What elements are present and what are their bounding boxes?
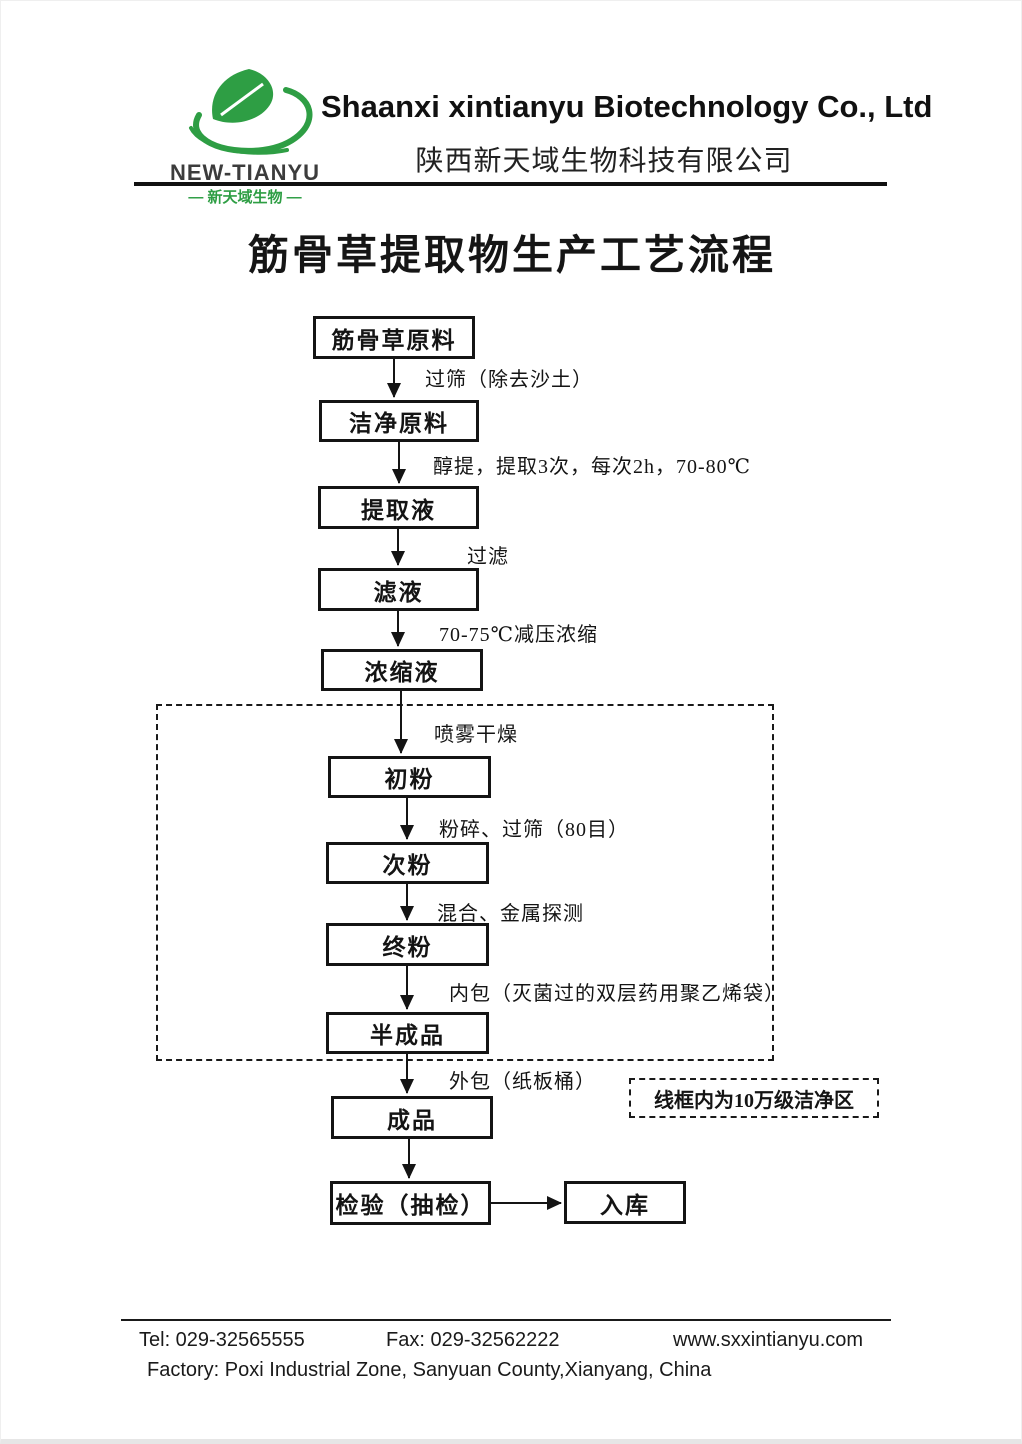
- edge-label-inner-packing: 内包（灭菌过的双层药用聚乙烯袋）: [449, 983, 785, 1005]
- edge-label-crushing: 粉碎、过筛（80目）: [439, 819, 629, 841]
- edge-label-spray-drying: 喷雾干燥: [434, 724, 518, 746]
- flow-node-raw-material: 筋骨草原料: [313, 316, 475, 359]
- brand-name-cn: — 新天域生物 —: [188, 189, 302, 207]
- flow-node-filtrate: 滤液: [318, 568, 479, 611]
- leaf-swoosh-icon: [157, 65, 333, 161]
- footer-factory-address: Factory: Poxi Industrial Zone, Sanyuan C…: [147, 1359, 712, 1381]
- edge-label-extraction: 醇提，提取3次，每次2h，70-80℃: [433, 456, 752, 478]
- flow-node-initial-powder: 初粉: [328, 756, 491, 798]
- flow-node-clean-material: 洁净原料: [319, 400, 479, 442]
- edge-label-sieving: 过筛（除去沙土）: [425, 369, 593, 391]
- brand-name: NEW-TIANYU: [169, 160, 321, 185]
- flow-node-final-powder: 终粉: [326, 923, 489, 966]
- edge-label-outer-packing: 外包（纸板桶）: [449, 1071, 596, 1093]
- company-name-cn: 陕西新天域生物科技有限公司: [415, 145, 793, 176]
- flow-node-concentrate: 浓缩液: [321, 649, 483, 691]
- header-divider: [134, 182, 887, 186]
- flow-node-inspection: 检验（抽检）: [330, 1181, 491, 1225]
- flow-node-semi-finished: 半成品: [326, 1012, 489, 1054]
- company-logo: NEW-TIANYU — 新天域生物 —: [157, 65, 333, 207]
- footer-website: www.sxxintianyu.com: [673, 1329, 864, 1351]
- edge-label-mixing: 混合、金属探测: [437, 903, 584, 925]
- flow-node-second-powder: 次粉: [326, 842, 489, 884]
- company-name-en: Shaanxi xintianyu Biotechnology Co., Ltd: [321, 89, 933, 124]
- edge-label-filtering: 过滤: [467, 546, 509, 568]
- edge-label-concentration: 70-75℃减压浓缩: [439, 624, 599, 646]
- flow-node-warehouse: 入库: [564, 1181, 686, 1224]
- page-title: 筋骨草提取物生产工艺流程: [248, 232, 776, 278]
- footer-divider: [121, 1319, 891, 1321]
- footer-tel: Tel: 029-32565555: [139, 1329, 305, 1351]
- flow-node-extract-liquid: 提取液: [318, 486, 479, 529]
- flow-node-finished: 成品: [331, 1096, 493, 1139]
- clean-zone-frame: [156, 704, 774, 1061]
- footer-fax: Fax: 029-32562222: [386, 1329, 560, 1351]
- clean-zone-note: 线框内为10万级洁净区: [629, 1078, 879, 1118]
